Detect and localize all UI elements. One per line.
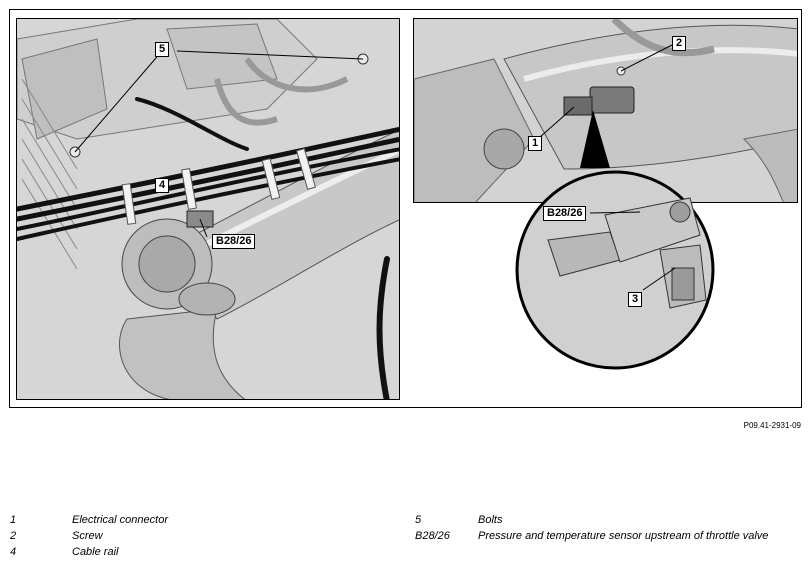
legend-item: 5 Bolts xyxy=(415,512,805,528)
engine-drawing xyxy=(17,19,399,399)
legend-item: 4 Cable rail xyxy=(10,544,390,560)
callout-item-3: 3 xyxy=(628,292,643,307)
legend-item: 1 Electrical connector xyxy=(10,512,390,528)
callout-sensor-detail: B28/26 xyxy=(543,206,587,221)
legend-number: 4 xyxy=(10,546,17,558)
legend-item: 2 Screw xyxy=(10,528,390,544)
sensor-detail-illustration xyxy=(413,18,798,203)
callout-screw: 2 xyxy=(672,36,687,51)
callout-bolts: 5 xyxy=(155,42,170,57)
legend-right: 5 Bolts B28/26 Pressure and temperature … xyxy=(415,512,805,546)
magnified-detail xyxy=(515,110,715,370)
legend-number: 1 xyxy=(10,514,17,526)
legend-number: 2 xyxy=(10,530,17,542)
figure-id: P09.41-2931-09 xyxy=(743,421,801,430)
legend-number: B28/26 xyxy=(415,530,450,542)
legend-text: Screw xyxy=(72,530,103,542)
magnifier-pointer xyxy=(580,110,610,168)
engine-overview-illustration xyxy=(16,18,400,400)
legend-text: Pressure and temperature sensor upstream… xyxy=(478,530,769,542)
callout-cable-rail: 4 xyxy=(155,178,170,193)
legend-left: 1 Electrical connector 2 Screw 4 Cable r… xyxy=(10,512,390,562)
legend-text: Bolts xyxy=(478,514,503,526)
legend-text: Electrical connector xyxy=(72,514,168,526)
legend-text: Cable rail xyxy=(72,546,119,558)
callout-sensor-overview: B28/26 xyxy=(212,234,256,249)
legend-number: 5 xyxy=(415,514,422,526)
callout-electrical-connector: 1 xyxy=(528,136,543,151)
legend-item: B28/26 Pressure and temperature sensor u… xyxy=(415,528,805,544)
